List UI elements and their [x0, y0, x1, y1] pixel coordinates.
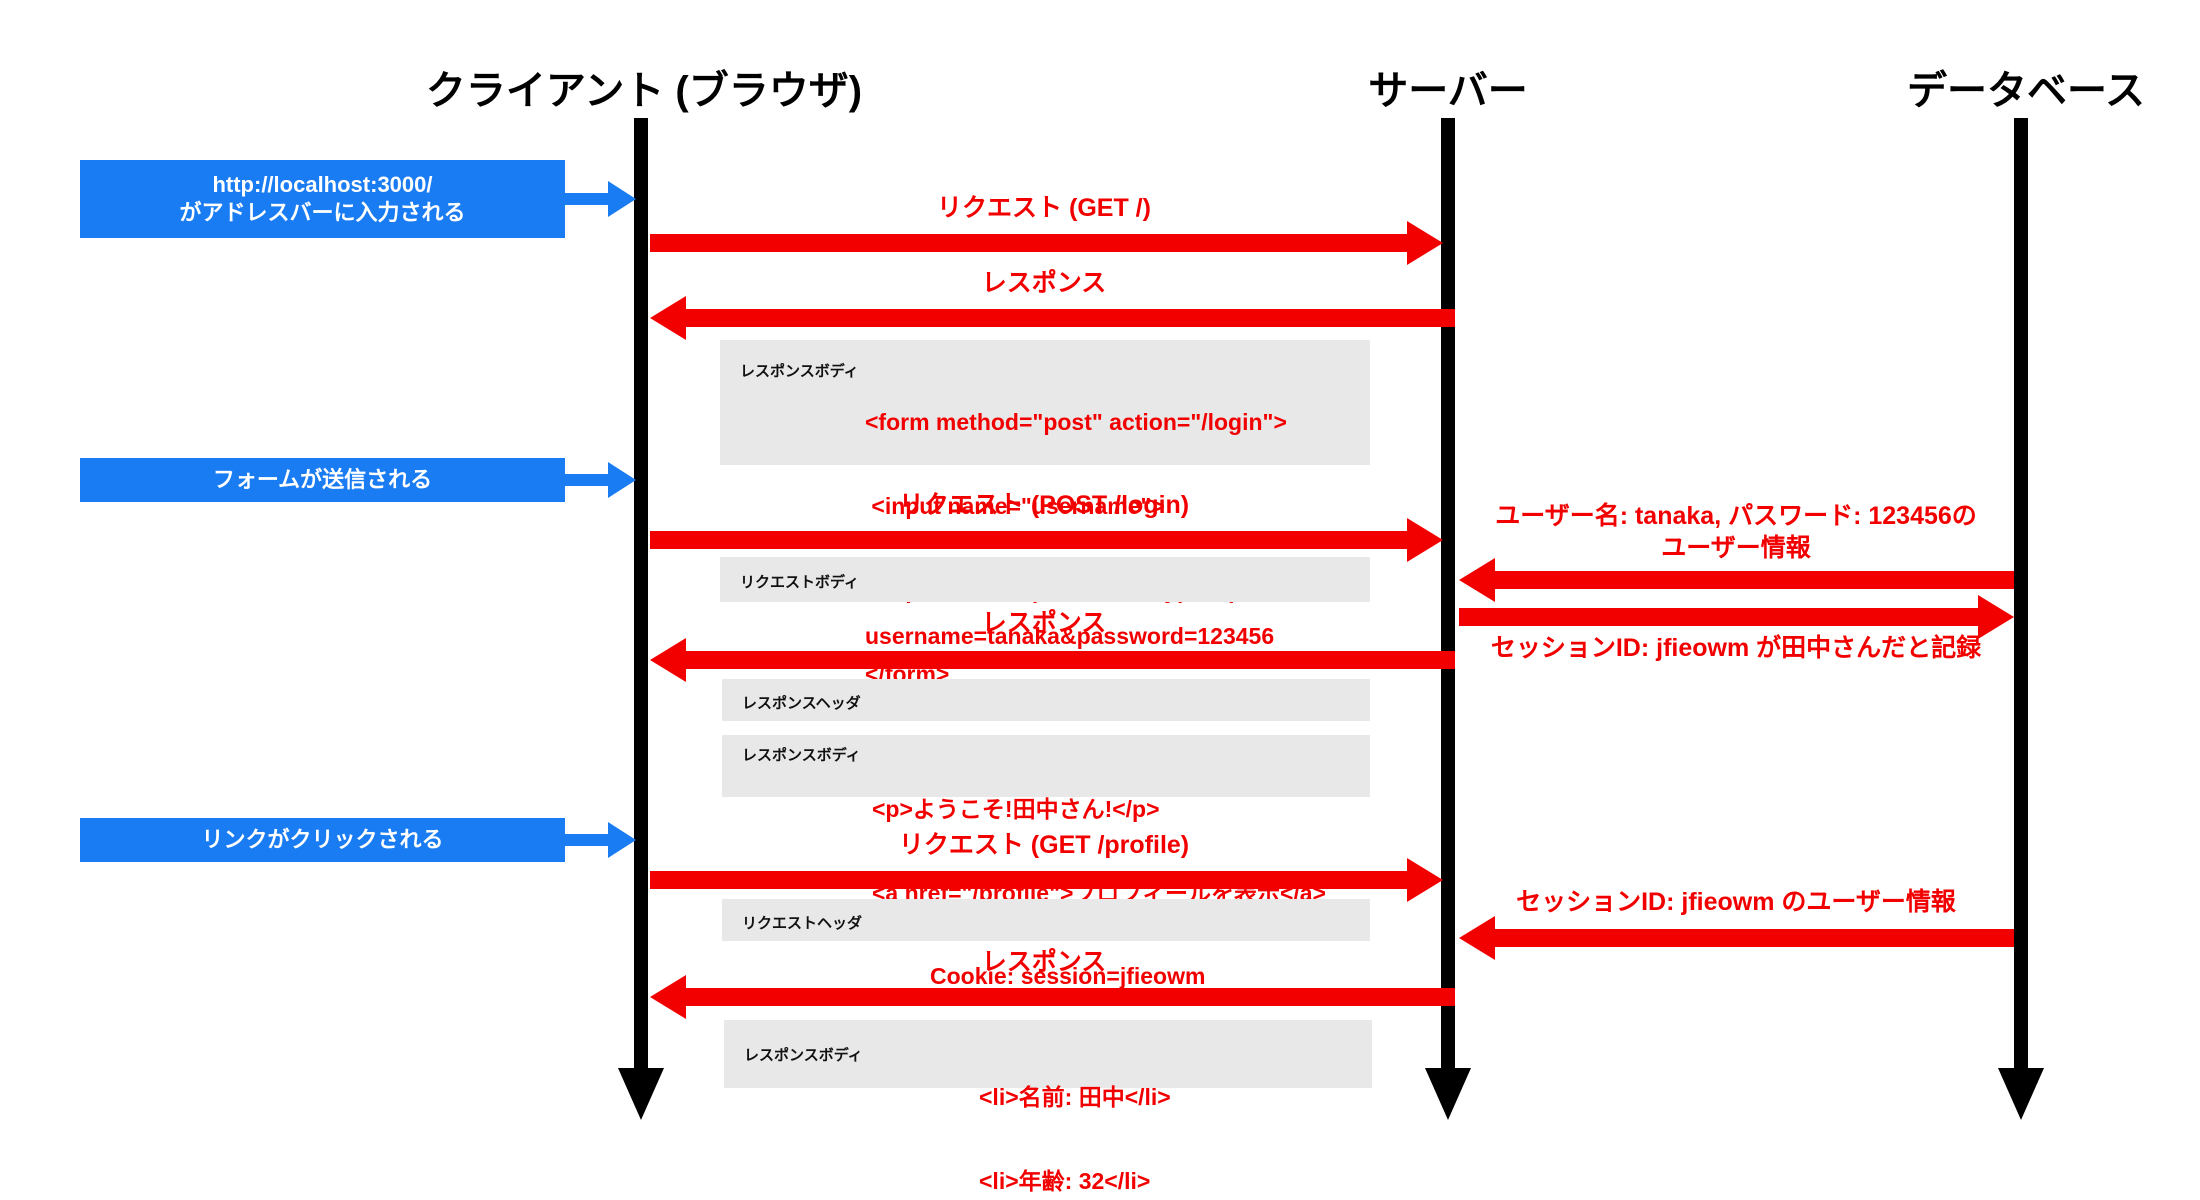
arrow-db-session-user-info — [1459, 916, 2014, 960]
arrow-response-3 — [650, 975, 1455, 1019]
lifeline-arrowhead-icon — [1998, 1068, 2044, 1120]
lifeline-database — [1998, 118, 2044, 1122]
payload-code: <li>名前: 田中</li> <li>年齢: 32</li> — [979, 1084, 1171, 1194]
lifeline-server — [1425, 118, 1471, 1122]
message-label-response-1: レスポンス — [981, 269, 1107, 297]
payload-box-response-body-welcome: レスポンスボディ <p>ようこそ!田中さん!</p> <a href="/pro… — [722, 735, 1370, 906]
payload-label: レスポンスヘッダ — [742, 695, 861, 712]
user-action-box-url-entered: http://localhost:3000/ がアドレスバーに入力される — [80, 160, 565, 238]
arrowhead-icon — [650, 638, 686, 682]
message-label-response-3: レスポンス — [981, 948, 1107, 976]
lifeline-title-server: サーバー — [1368, 69, 1528, 113]
lifeline-client — [618, 118, 664, 1122]
lifeline-bar — [634, 118, 648, 1068]
user-action-arrow-icon — [565, 181, 636, 217]
message-label-response-2: レスポンス — [981, 609, 1107, 637]
payload-label: レスポンスボディ — [744, 1047, 863, 1064]
arrow-response-1 — [650, 296, 1455, 340]
payload-code: username=tanaka&password=123456 — [865, 623, 1275, 649]
user-action-text: フォームが送信される — [212, 467, 433, 492]
user-action-arrow-icon — [565, 462, 636, 498]
payload-box-response-header: レスポンスヘッダ Set-Cookie: session=jfieowm; Pa… — [722, 679, 1370, 769]
user-action-text: http://localhost:3000/ — [212, 172, 433, 197]
payload-box-request-header: リクエストヘッダ Cookie: session=jfieowm — [722, 899, 1370, 989]
payload-code: Cookie: session=jfieowm — [930, 963, 1206, 989]
lifeline-bar — [1441, 118, 1455, 1068]
user-action-box-form-submitted: フォームが送信される — [80, 458, 565, 502]
arrow-db-user-info — [1459, 558, 2014, 602]
payload-box-response-body-form: レスポンスボディ <form method="post" action="/lo… — [720, 340, 1370, 687]
payload-box-response-body-profile: レスポンスボディ <li>名前: 田中</li> <li>年齢: 32</li> — [724, 1020, 1372, 1194]
user-action-box-link-clicked: リンクがクリックされる — [80, 818, 565, 862]
user-action-text: がアドレスバーに入力される — [179, 200, 466, 225]
message-label-request-post-login: リクエスト (POST /login) — [898, 491, 1190, 519]
arrowhead-icon — [1459, 558, 1495, 602]
user-action-arrow-icon — [565, 822, 636, 858]
arrow-request-post-login — [650, 518, 1443, 562]
arrowhead-icon — [1978, 595, 2014, 639]
payload-label: リクエストヘッダ — [742, 915, 863, 932]
lifeline-title-database: データベース — [1907, 69, 2145, 113]
db-message-label-session-user-info: セッションID: jfieowm のユーザー情報 — [1516, 888, 1956, 916]
arrowhead-icon — [650, 975, 686, 1019]
arrowhead-icon — [650, 296, 686, 340]
lifeline-bar — [2014, 118, 2028, 1068]
arrowhead-icon — [1407, 858, 1443, 902]
arrowhead-icon — [1407, 221, 1443, 265]
user-action-text: リンクがクリックされる — [201, 827, 444, 852]
payload-box-request-body: リクエストボディ username=tanaka&password=123456 — [720, 557, 1370, 649]
db-message-label-record-session: セッションID: jfieowm が田中さんだと記録 — [1490, 634, 1982, 662]
payload-label: レスポンスボディ — [742, 747, 861, 764]
lifeline-arrowhead-icon — [618, 1068, 664, 1120]
message-label-request-get-profile: リクエスト (GET /profile) — [898, 831, 1190, 859]
lifeline-title-client: クライアント (ブラウザ) — [425, 69, 863, 113]
lifeline-arrowhead-icon — [1425, 1068, 1471, 1120]
payload-label: レスポンスボディ — [740, 363, 859, 380]
arrow-response-2 — [650, 638, 1455, 682]
arrow-request-get-profile — [650, 858, 1443, 902]
arrowhead-icon — [1407, 518, 1443, 562]
payload-label: リクエストボディ — [740, 574, 859, 591]
db-message-label-user-info: ユーザー名: tanaka, パスワード: 123456の ユーザー情報 — [1495, 502, 1977, 562]
arrow-request-get-root — [650, 221, 1443, 265]
arrow-db-record-session — [1459, 595, 2014, 639]
message-label-request-get-root: リクエスト (GET /) — [937, 194, 1151, 222]
arrowhead-icon — [1459, 916, 1495, 960]
